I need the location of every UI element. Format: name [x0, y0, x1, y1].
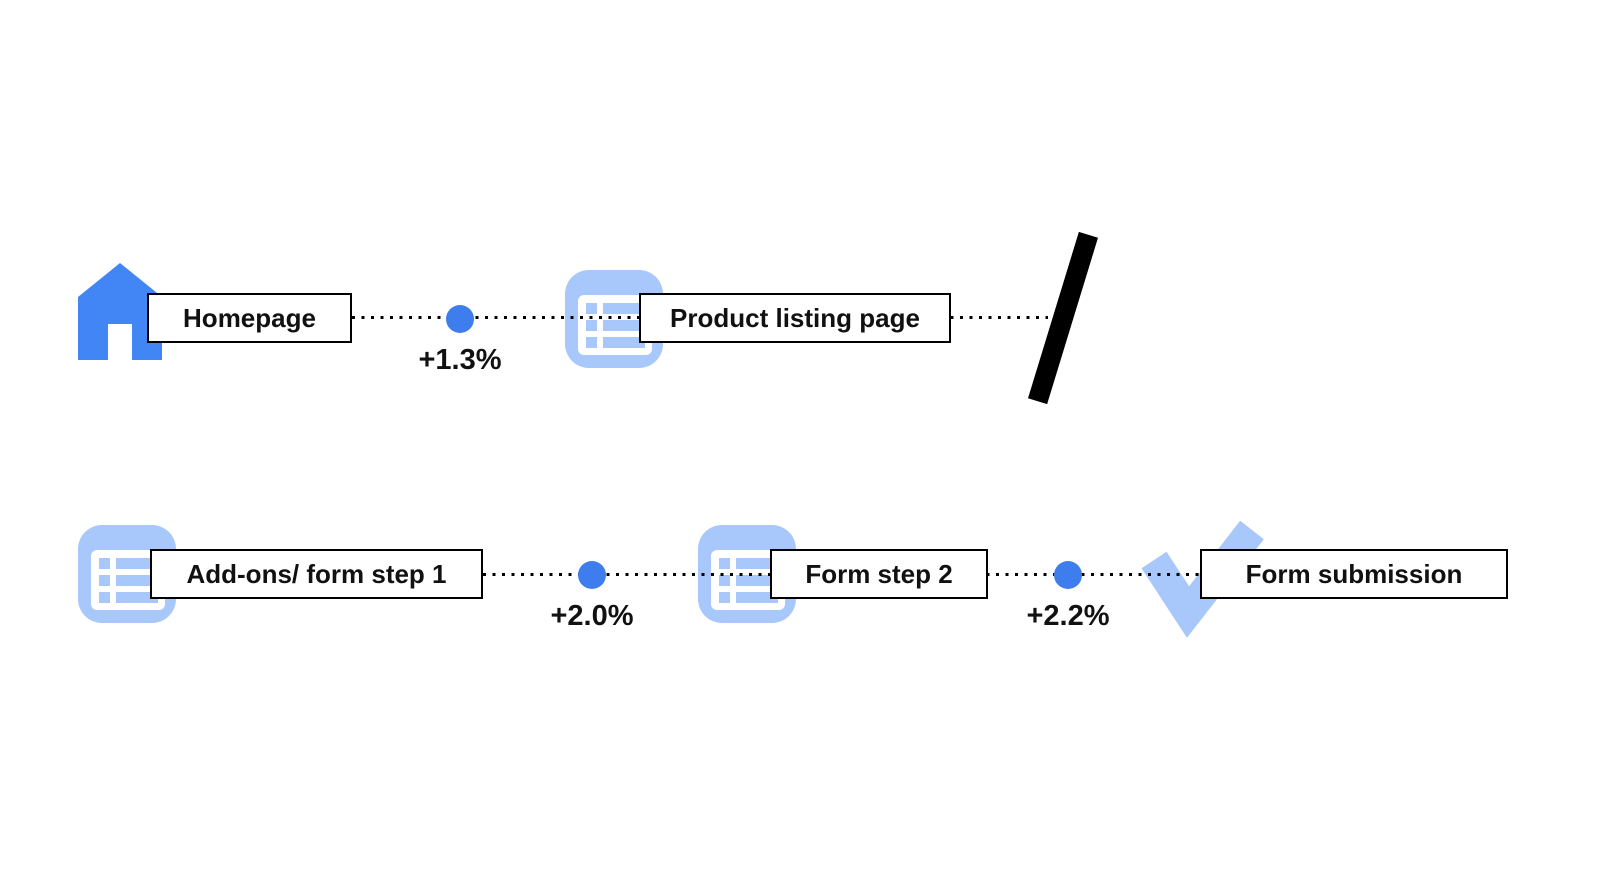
- list-icon: [565, 270, 663, 368]
- step-label-form-step-2: Form step 2: [770, 549, 988, 599]
- conversion-dot: [578, 561, 606, 589]
- conversion-dot: [1054, 561, 1082, 589]
- step-label-addons-form-step-1: Add-ons/ form step 1: [150, 549, 483, 599]
- step-label-homepage: Homepage: [147, 293, 352, 343]
- conversion-rate-label: +1.3%: [418, 344, 502, 376]
- home-icon: [78, 263, 162, 360]
- step-label-text: Homepage: [183, 302, 316, 333]
- step-label-text: Form step 2: [805, 558, 953, 589]
- step-label-text: Form submission: [1245, 558, 1463, 589]
- conversion-dot: [446, 305, 474, 333]
- conversion-rate-label: +2.0%: [550, 600, 634, 632]
- step-label-product-listing-page: Product listing page: [639, 293, 951, 343]
- conversion-rate-label: +2.2%: [1026, 600, 1110, 632]
- step-label-form-submission: Form submission: [1200, 549, 1508, 599]
- step-label-text: Add-ons/ form step 1: [186, 558, 447, 589]
- step-label-text: Product listing page: [670, 302, 920, 333]
